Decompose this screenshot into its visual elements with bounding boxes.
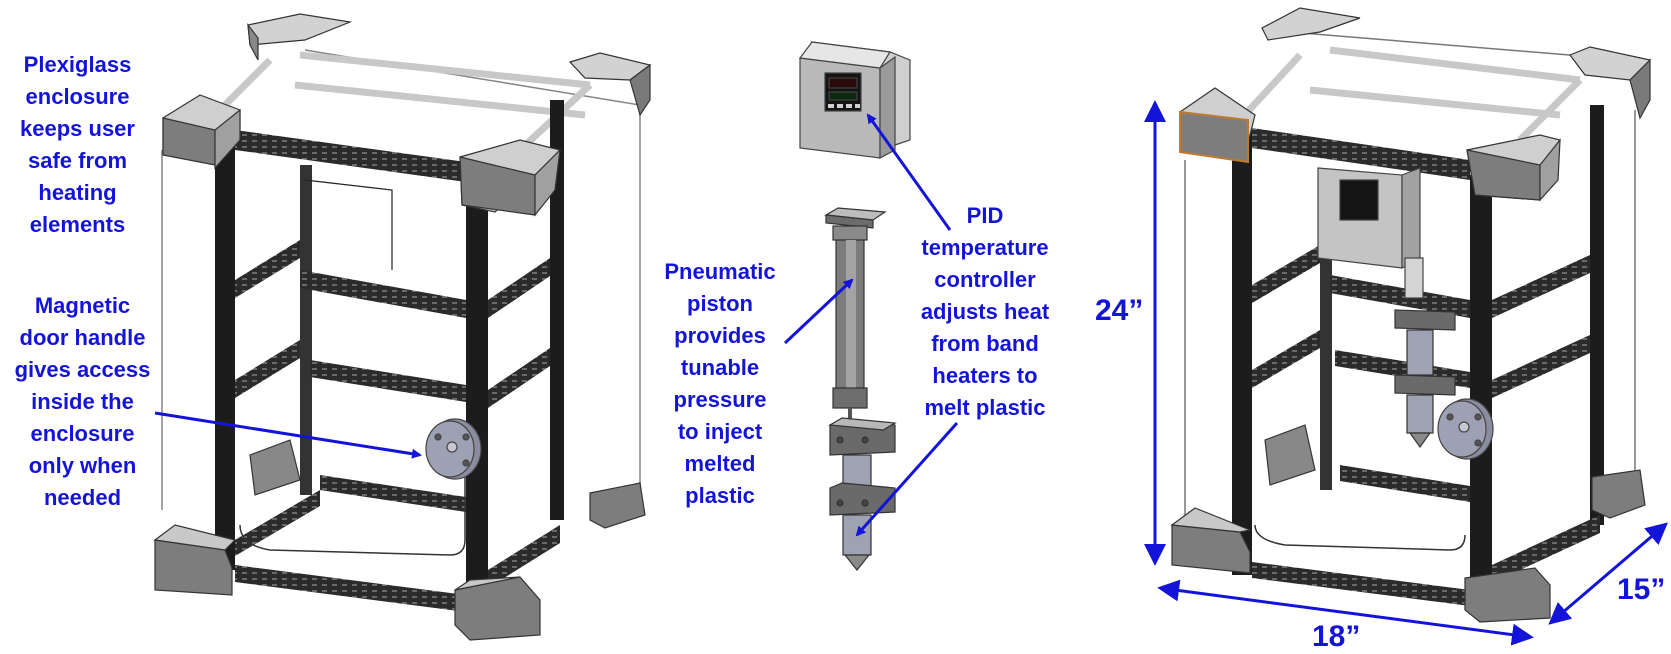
depth-dimension-arrow <box>1548 522 1669 625</box>
annotation-line: door handle <box>19 325 146 350</box>
annotation-line: inside the <box>31 389 134 414</box>
annotation-line: plastic <box>685 483 755 508</box>
depth-dimension-label: 15” <box>1617 573 1666 606</box>
annotation-line: heaters to <box>932 363 1038 388</box>
annotation-line: controller <box>934 267 1036 292</box>
callout-arrows <box>154 113 959 537</box>
left-enclosure <box>153 13 652 641</box>
annotation-line: elements <box>29 212 126 237</box>
annotation-line: pressure <box>673 387 767 412</box>
annotation-line: to inject <box>677 419 763 444</box>
pid-arrow <box>866 113 952 231</box>
annotation-line: Magnetic <box>34 293 131 318</box>
corner-caps-bottom <box>153 439 646 641</box>
height-dimension-label: 24” <box>1095 294 1144 327</box>
horizontal-rails <box>235 130 560 612</box>
width-dimension-label: 18” <box>1312 620 1361 653</box>
vertical-posts <box>215 100 564 623</box>
barrel-assembly <box>828 417 897 571</box>
annotation-line: PID <box>966 203 1004 228</box>
pid-controller-box <box>798 41 911 159</box>
annotation-line: piston <box>687 291 753 316</box>
annotation-line: keeps user <box>20 116 135 141</box>
annotation-line: enclosure <box>30 421 135 446</box>
pneumatic-piston <box>824 207 887 420</box>
piston-arrow <box>783 278 854 345</box>
annotation-line: heating <box>38 180 117 205</box>
corner-caps-top <box>162 13 652 217</box>
pid-annotation: PID temperature controller adjusts heat … <box>900 200 1070 424</box>
plexiglass-annotation: Plexiglass enclosure keeps user safe fro… <box>0 49 155 241</box>
annotation-line: from band <box>931 331 1039 356</box>
annotation-line: melt plastic <box>924 395 1046 420</box>
annotation-line: provides <box>674 323 766 348</box>
annotation-line: gives access <box>14 357 151 382</box>
annotation-line: Plexiglass <box>23 52 132 77</box>
barrel-arrow <box>855 422 959 537</box>
door-handle-arrow <box>154 411 422 459</box>
width-dimension-arrow <box>1157 579 1534 646</box>
right-enclosure <box>1170 7 1652 623</box>
piston-annotation: Pneumatic piston provides tunable pressu… <box>645 256 795 512</box>
annotation-line: safe from <box>27 148 128 173</box>
annotation-line: enclosure <box>25 84 130 109</box>
annotation-line: Pneumatic <box>664 259 776 284</box>
annotation-line: melted <box>684 451 756 476</box>
annotation-line: needed <box>43 485 122 510</box>
door-handle-knob <box>425 418 482 480</box>
annotation-line: tunable <box>680 355 760 380</box>
annotation-line: adjusts heat <box>920 299 1050 324</box>
door-handle-annotation: Magnetic door handle gives access inside… <box>0 290 165 514</box>
dimension-arrows <box>1144 100 1669 646</box>
annotation-line: temperature <box>921 235 1049 260</box>
annotation-line: only when <box>28 453 137 478</box>
